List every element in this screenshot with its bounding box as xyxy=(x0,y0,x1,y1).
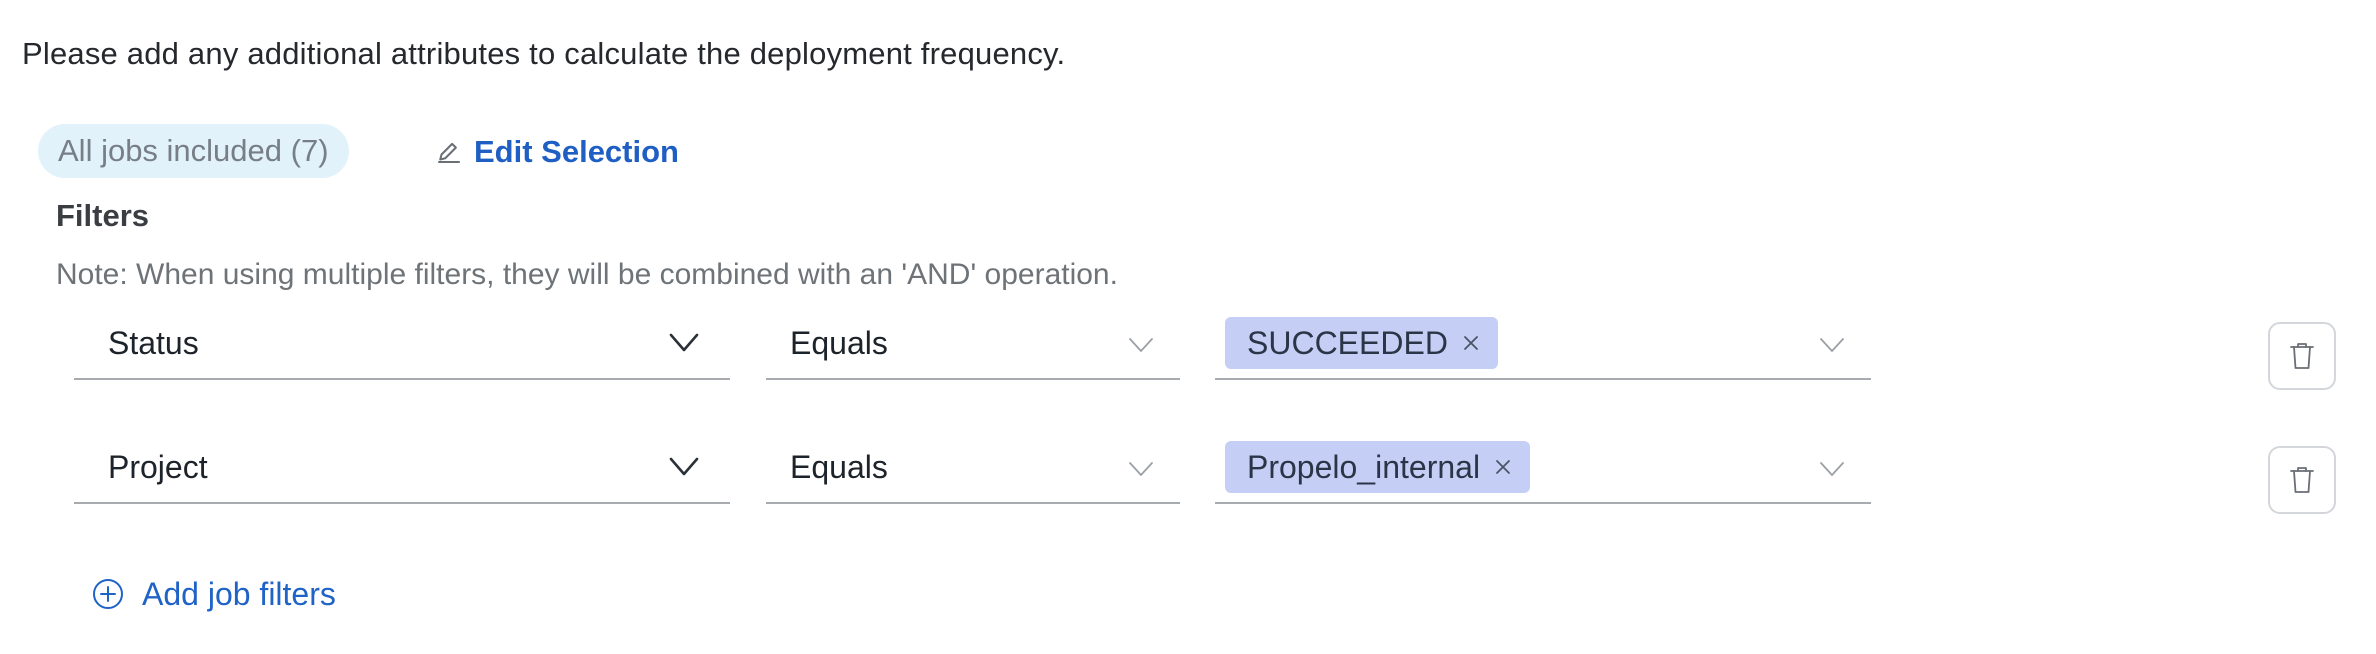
chevron-down-icon xyxy=(1820,338,1844,352)
edit-selection-button[interactable]: Edit Selection xyxy=(434,130,679,174)
chevron-down-icon xyxy=(669,333,699,352)
filter-operator-select[interactable]: Equals xyxy=(766,308,1180,380)
chevron-down-icon xyxy=(669,457,699,476)
filters-note: Note: When using multiple filters, they … xyxy=(56,258,1118,291)
filter-field-value: Project xyxy=(108,448,208,485)
close-icon[interactable] xyxy=(1462,334,1480,352)
filter-operator-value: Equals xyxy=(790,324,888,361)
trash-icon xyxy=(2290,467,2314,493)
value-chip: SUCCEEDED xyxy=(1225,317,1498,369)
filters-title: Filters xyxy=(56,198,150,233)
chevron-down-icon xyxy=(1129,338,1153,352)
value-chip-label: SUCCEEDED xyxy=(1247,324,1448,361)
add-job-filters-label: Add job filters xyxy=(142,575,336,612)
filter-value-select[interactable]: SUCCEEDED xyxy=(1215,308,1871,380)
filter-operator-select[interactable]: Equals xyxy=(766,432,1180,504)
value-chip: Propelo_internal xyxy=(1225,441,1531,493)
trash-icon xyxy=(2290,343,2314,369)
delete-filter-button[interactable] xyxy=(2268,322,2336,390)
filter-field-select[interactable]: Project xyxy=(74,432,730,504)
filter-field-select[interactable]: Status xyxy=(74,308,730,380)
value-chip-label: Propelo_internal xyxy=(1247,448,1481,485)
delete-filter-button[interactable] xyxy=(2268,446,2336,514)
chevron-down-icon xyxy=(1129,462,1153,476)
chevron-down-icon xyxy=(1820,462,1844,476)
filter-operator-value: Equals xyxy=(790,448,888,485)
filter-value-select[interactable]: Propelo_internal xyxy=(1215,432,1871,504)
filter-field-value: Status xyxy=(108,324,199,361)
add-job-filters-button[interactable]: Add job filters xyxy=(92,572,336,616)
filter-row: Status Equals SUCCEEDED xyxy=(0,308,2376,398)
filter-row: Project Equals Propelo_internal xyxy=(0,432,2376,522)
close-icon[interactable] xyxy=(1494,458,1512,476)
intro-text: Please add any additional attributes to … xyxy=(22,36,1066,71)
jobs-included-badge: All jobs included (7) xyxy=(38,124,349,178)
edit-selection-label: Edit Selection xyxy=(474,134,679,169)
pencil-icon xyxy=(438,142,460,163)
plus-circle-icon xyxy=(93,579,123,609)
